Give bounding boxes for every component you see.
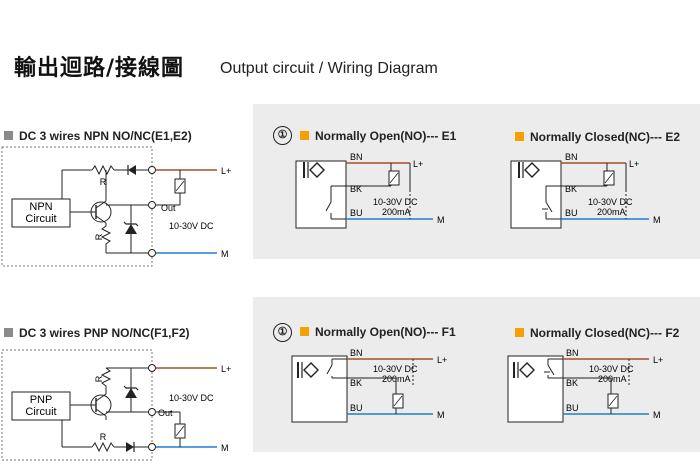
switch-icon (326, 364, 333, 375)
pnp-lplus-label: L+ (221, 364, 231, 374)
npn-nc-lplus: L+ (629, 159, 639, 169)
npn-nc-caption: Normally Closed(NC)--- E2 (515, 130, 680, 144)
pnp-out-label: Out (158, 408, 173, 418)
pnp-m-label: M (221, 443, 229, 453)
orange-square-marker (515, 328, 524, 337)
pnp-resistor-bottom-icon (91, 441, 115, 453)
pnp-no-bk: BK (350, 378, 362, 388)
npn-no-bn: BN (350, 152, 363, 162)
switch-icon (325, 201, 332, 212)
npn-m-label: M (221, 249, 229, 259)
pnp-nc-diagram: BN BK BU 10-30V DC 200mA L+ M (507, 348, 663, 423)
pnp-nc-current: 200mA (598, 374, 627, 384)
npn-nc-supply: 10-30V DC (588, 197, 633, 207)
npn-diode-icon (128, 165, 136, 175)
npn-nc-current: 200mA (597, 207, 626, 217)
pnp-diode-icon (126, 442, 134, 452)
relay-load-icon (392, 393, 404, 409)
npn-no-bk: BK (350, 184, 362, 194)
switch-icon (545, 201, 553, 213)
npn-no-bu: BU (350, 208, 363, 218)
npn-supply-label: 10-30V DC (169, 221, 214, 231)
npn-nc-bu: BU (565, 208, 578, 218)
npn-no-diagram: BN BK BU 10-30V DC 200mA L+ M (295, 152, 445, 229)
pnp-no-sensor-body (291, 355, 348, 423)
title-english: Output circuit / Wiring Diagram (220, 60, 438, 77)
npn-circuit-label-1: NPN (29, 201, 52, 213)
pnp-resistor-top-icon (100, 367, 112, 389)
npn-section-heading: DC 3 wires NPN NO/NC(E1,E2) (4, 129, 192, 143)
pnp-no-bn: BN (350, 348, 363, 358)
npn-resistor-top-icon (91, 164, 115, 176)
pnp-heading-text: DC 3 wires PNP NO/NC(F1,F2) (19, 326, 190, 340)
pnp-no-bu: BU (350, 403, 363, 413)
npn-relay-load-icon (174, 178, 186, 194)
pnp-no-current: 200mA (382, 374, 411, 384)
npn-no-caption: Normally Open(NO)--- E1 (300, 129, 456, 143)
npn-r-top-label: R (100, 177, 107, 187)
pnp-nc-lplus: L+ (653, 355, 663, 365)
relay-load-icon (603, 170, 615, 186)
pnp-no-diagram: BN BK BU 10-30V DC 200mA L+ M (291, 348, 447, 423)
pnp-no-lplus: L+ (437, 355, 447, 365)
orange-square-marker (515, 132, 524, 141)
npn-nc-bk: BK (565, 184, 577, 194)
pnp-nc-supply: 10-30V DC (589, 364, 634, 374)
switch-icon (547, 364, 555, 376)
pnp-nc-bn: BN (566, 348, 579, 358)
pnp-no-m: M (437, 410, 445, 420)
npn-nc-diagram: BN BK BU 10-30V DC 200mA L+ M (510, 152, 661, 229)
npn-index-circle: ① (273, 126, 292, 145)
pnp-r-bottom-label: R (100, 432, 107, 442)
npn-zener-icon (125, 224, 137, 234)
npn-nc-m: M (653, 215, 661, 225)
relay-load-icon (388, 170, 400, 186)
pnp-section-heading: DC 3 wires PNP NO/NC(F1,F2) (4, 326, 189, 340)
title-chinese: 輸出迴路/接線圖 (14, 56, 185, 81)
npn-lplus-label: L+ (221, 166, 231, 176)
pnp-nc-sensor-body (507, 355, 564, 423)
gray-square-marker (4, 131, 13, 140)
pnp-zener-icon (125, 388, 137, 398)
pnp-nc-bk: BK (566, 378, 578, 388)
npn-resistor-side-icon (100, 223, 112, 253)
npn-circuit: NPN Circuit R R Out (1, 146, 231, 267)
orange-square-marker (300, 327, 309, 336)
relay-load-icon (607, 393, 619, 409)
npn-out-label: Out (161, 203, 176, 213)
pnp-relay-load-icon (174, 423, 186, 439)
npn-r-side-label: R (94, 233, 104, 240)
pnp-no-supply: 10-30V DC (373, 364, 418, 374)
pnp-no-caption: Normally Open(NO)--- F1 (300, 325, 456, 339)
pnp-dashed-enclosure (1, 349, 153, 461)
pnp-circuit-label-1: PNP (30, 394, 53, 406)
orange-square-marker (300, 131, 309, 140)
npn-circuit-box (11, 198, 71, 228)
npn-no-m: M (437, 215, 445, 225)
npn-circuit-label-2: Circuit (25, 213, 56, 225)
pnp-circuit-label-2: Circuit (25, 406, 56, 418)
npn-heading-text: DC 3 wires NPN NO/NC(E1,E2) (19, 129, 192, 143)
pnp-circuit: PNP Circuit R R Out (1, 349, 231, 461)
pnp-r-top-label: R (94, 375, 104, 382)
pnp-nc-m: M (653, 410, 661, 420)
npn-nc-bn: BN (565, 152, 578, 162)
npn-no-supply: 10-30V DC (373, 197, 418, 207)
pnp-supply-label: 10-30V DC (169, 393, 214, 403)
pnp-index-circle: ① (273, 323, 292, 342)
pnp-nc-caption: Normally Closed(NC)--- F2 (515, 326, 679, 340)
npn-no-lplus: L+ (413, 159, 423, 169)
pnp-circuit-box (11, 391, 71, 421)
npn-no-current: 200mA (382, 207, 411, 217)
pnp-nc-bu: BU (566, 403, 579, 413)
gray-square-marker (4, 328, 13, 337)
